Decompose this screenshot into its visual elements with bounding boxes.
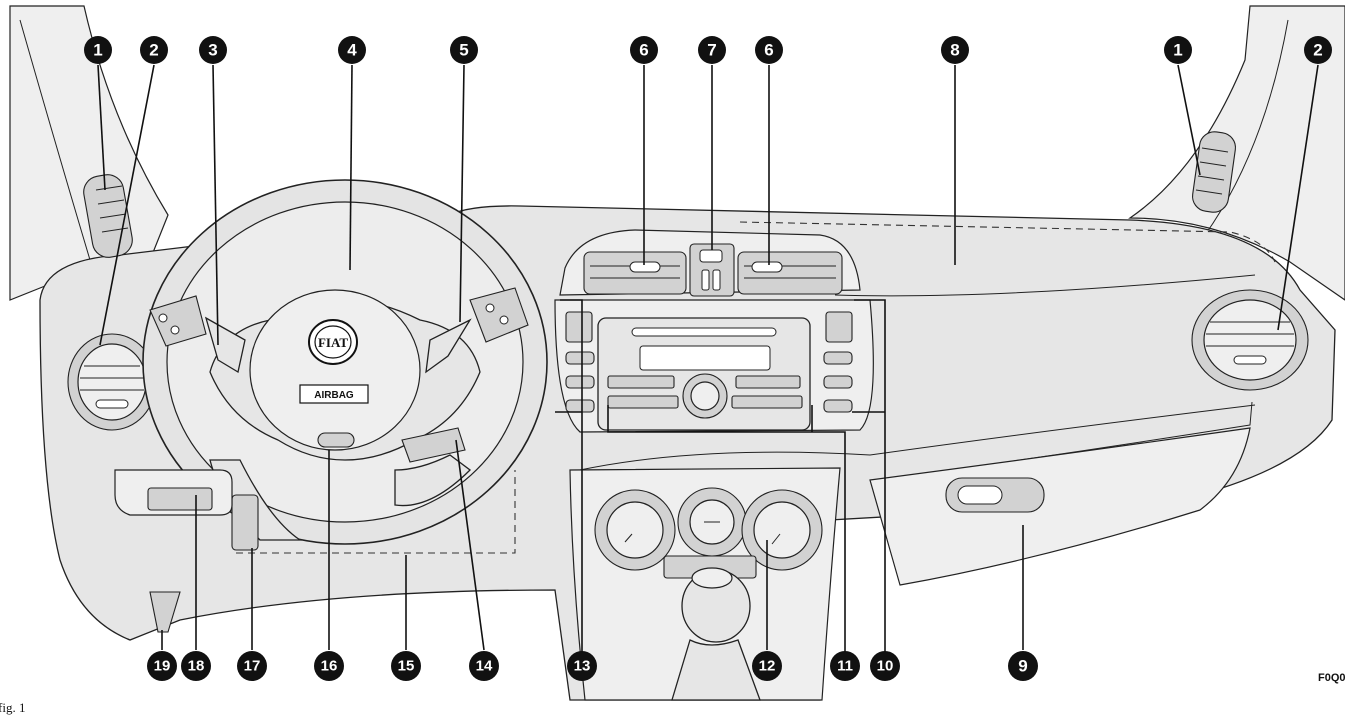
- hazard-warning-button: [689, 243, 735, 297]
- fiat-emblem-text: FIAT: [318, 335, 348, 350]
- svg-text:19: 19: [154, 658, 171, 675]
- svg-text:14: 14: [476, 658, 493, 675]
- svg-text:1: 1: [1173, 41, 1182, 60]
- right-pillar-vent: [1191, 131, 1237, 213]
- passenger-airbag-outline: [739, 221, 1276, 263]
- svg-text:9: 9: [1018, 657, 1027, 676]
- svg-text:3: 3: [208, 41, 217, 60]
- callout-1-left: 1: [84, 36, 112, 64]
- svg-text:16: 16: [321, 658, 338, 675]
- radio-unit: [597, 317, 811, 431]
- callout-7: 7: [698, 36, 726, 64]
- svg-text:4: 4: [347, 41, 357, 60]
- svg-text:15: 15: [398, 658, 415, 675]
- svg-text:5: 5: [459, 41, 468, 60]
- driver-knee-panel-outline: [236, 470, 516, 554]
- fiat-emblem: FIAT: [308, 319, 358, 365]
- callout-17: 17: [237, 651, 267, 681]
- callout-badges: 1 2 3 4 5 6 7 6 8 1 2 19 18 17 16 15 14 …: [84, 36, 1332, 681]
- svg-text:13: 13: [574, 658, 591, 675]
- callout-15: 15: [391, 651, 421, 681]
- callout-2-left: 2: [140, 36, 168, 64]
- callout-8: 8: [941, 36, 969, 64]
- ignition-lever: [401, 427, 466, 463]
- wiper-stalk: [425, 287, 529, 374]
- gear-lever: [663, 555, 761, 701]
- svg-text:11: 11: [837, 658, 853, 675]
- centre-vent-right: [737, 251, 843, 295]
- callout-10: 10: [870, 651, 900, 681]
- callout-3: 3: [199, 36, 227, 64]
- horn-pad: [317, 432, 355, 448]
- callout-12: 12: [752, 651, 782, 681]
- svg-text:2: 2: [1313, 41, 1322, 60]
- callout-1-right: 1: [1164, 36, 1192, 64]
- callout-2-right: 2: [1304, 36, 1332, 64]
- light-switch-panel: [114, 469, 233, 516]
- callout-9: 9: [1008, 651, 1038, 681]
- airbag-badge-text: AIRBAG: [314, 390, 354, 401]
- svg-text:6: 6: [639, 41, 648, 60]
- figure-code: F0Q0: [1318, 672, 1345, 684]
- svg-text:12: 12: [759, 658, 776, 675]
- callout-13: 13: [567, 651, 597, 681]
- climate-controls: [594, 487, 823, 571]
- right-switch-bank: [823, 311, 853, 413]
- right-side-vent: [1191, 289, 1309, 391]
- svg-text:1: 1: [93, 41, 102, 60]
- svg-text:10: 10: [877, 658, 894, 675]
- callout-11: 11: [830, 651, 860, 681]
- svg-text:7: 7: [707, 41, 716, 60]
- callout-14: 14: [469, 651, 499, 681]
- svg-text:18: 18: [188, 658, 205, 675]
- callout-6-left: 6: [630, 36, 658, 64]
- airbag-badge: AIRBAG: [299, 384, 369, 404]
- svg-text:6: 6: [764, 41, 773, 60]
- callout-4: 4: [338, 36, 366, 64]
- callout-5: 5: [450, 36, 478, 64]
- left-side-vent: [67, 333, 157, 431]
- callout-6-right: 6: [755, 36, 783, 64]
- glove-box: [869, 427, 1251, 586]
- svg-text:17: 17: [244, 658, 261, 675]
- figure-caption: fig. 1: [0, 700, 26, 715]
- steering-column-lever: [231, 494, 259, 551]
- svg-text:8: 8: [950, 41, 959, 60]
- bonnet-release: [149, 591, 181, 633]
- leader-lines: [97, 64, 1319, 652]
- centre-vent-left: [583, 251, 687, 295]
- callout-19: 19: [147, 651, 177, 681]
- callout-18: 18: [181, 651, 211, 681]
- left-switch-bank: [565, 311, 595, 413]
- callout-16: 16: [314, 651, 344, 681]
- svg-text:2: 2: [149, 41, 158, 60]
- lights-stalk: [149, 295, 246, 374]
